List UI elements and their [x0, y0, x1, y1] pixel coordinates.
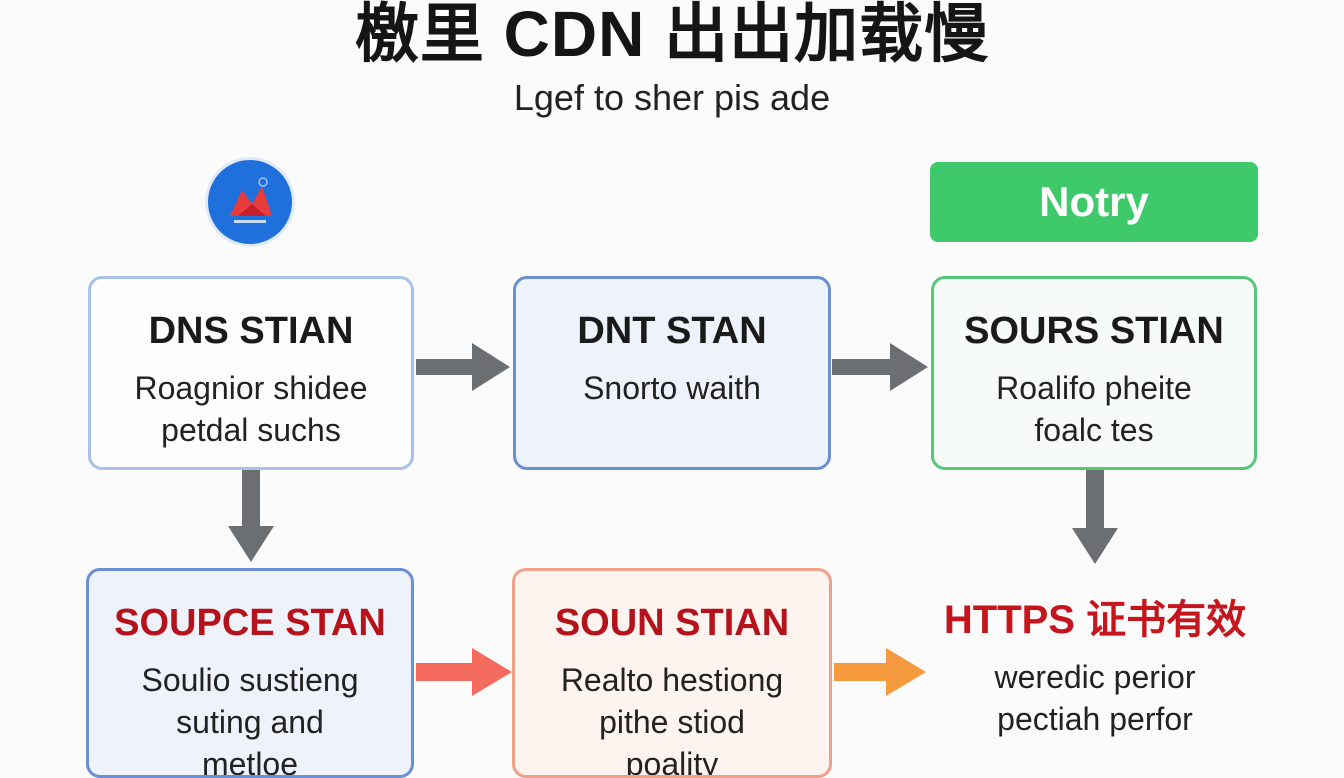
node-heading: DNS STIAN	[148, 310, 354, 352]
node-heading: SOUN STIAN	[554, 602, 790, 644]
arrow-dns-to-soupce	[228, 470, 274, 562]
flow-arrows	[228, 343, 1118, 696]
arrow-soupce-to-soun	[416, 648, 512, 696]
node-line: suting and	[176, 704, 324, 740]
node-description: Soulio sustieng suting and metloe	[89, 659, 411, 778]
node-line: foalc tes	[1034, 412, 1154, 448]
node-dnt-stan: DNT STAN Snorto waith	[513, 276, 831, 470]
node-line: petdal suchs	[161, 412, 341, 448]
node-line: Roagnior shidee	[134, 370, 368, 406]
arrow-dnt-to-sours	[832, 343, 928, 391]
node-sours-stian: SOURS STIAN Roalifo pheite foalc tes	[931, 276, 1257, 470]
node-heading: HTTPS 证书有效	[943, 598, 1247, 642]
diagram-title: 檄里 CDN 出出加载慢	[354, 0, 990, 70]
arrow-dns-to-dnt	[416, 343, 510, 391]
node-line: Realto hestiong	[560, 662, 784, 698]
node-line: metloe	[201, 746, 299, 778]
node-line: Roalifo pheite	[996, 370, 1192, 406]
node-description: Snorto waith	[516, 367, 828, 409]
node-soun-stian: SOUN STIAN Realto hestiong pithe stiod p…	[512, 568, 832, 778]
node-description: Roagnior shidee petdal suchs	[91, 367, 411, 451]
cdn-logo-icon-graphic	[230, 177, 272, 223]
node-line: pectiah perfor	[997, 701, 1193, 737]
node-description: Realto hestiong pithe stiod poality	[515, 659, 829, 778]
node-line: Soulio sustieng	[141, 662, 359, 698]
node-line: Snorto waith	[583, 370, 761, 406]
cdn-logo-icon	[208, 160, 292, 244]
node-description: Roalifo pheite foalc tes	[934, 367, 1254, 451]
notry-button[interactable]: Notry	[930, 162, 1258, 242]
node-heading: DNT STAN	[577, 310, 767, 352]
node-https-cert: HTTPS 证书有效 weredic perior pectiah perfor	[920, 568, 1270, 778]
node-dns-stian: DNS STIAN Roagnior shidee petdal suchs	[88, 276, 414, 470]
node-line: poality	[625, 746, 719, 778]
node-line: pithe stiod	[599, 704, 745, 740]
arrow-sours-to-https	[1072, 470, 1118, 564]
node-heading: SOURS STIAN	[964, 310, 1224, 352]
node-soupce-stan: SOUPCE STAN Soulio sustieng suting and m…	[86, 568, 414, 778]
node-line: weredic perior	[994, 659, 1196, 695]
node-description: weredic perior pectiah perfor	[920, 656, 1270, 740]
arrow-soun-to-https	[834, 648, 926, 696]
node-heading: SOUPCE STAN	[114, 602, 386, 644]
diagram-subtitle: Lgef to sher pis ade	[513, 77, 831, 118]
